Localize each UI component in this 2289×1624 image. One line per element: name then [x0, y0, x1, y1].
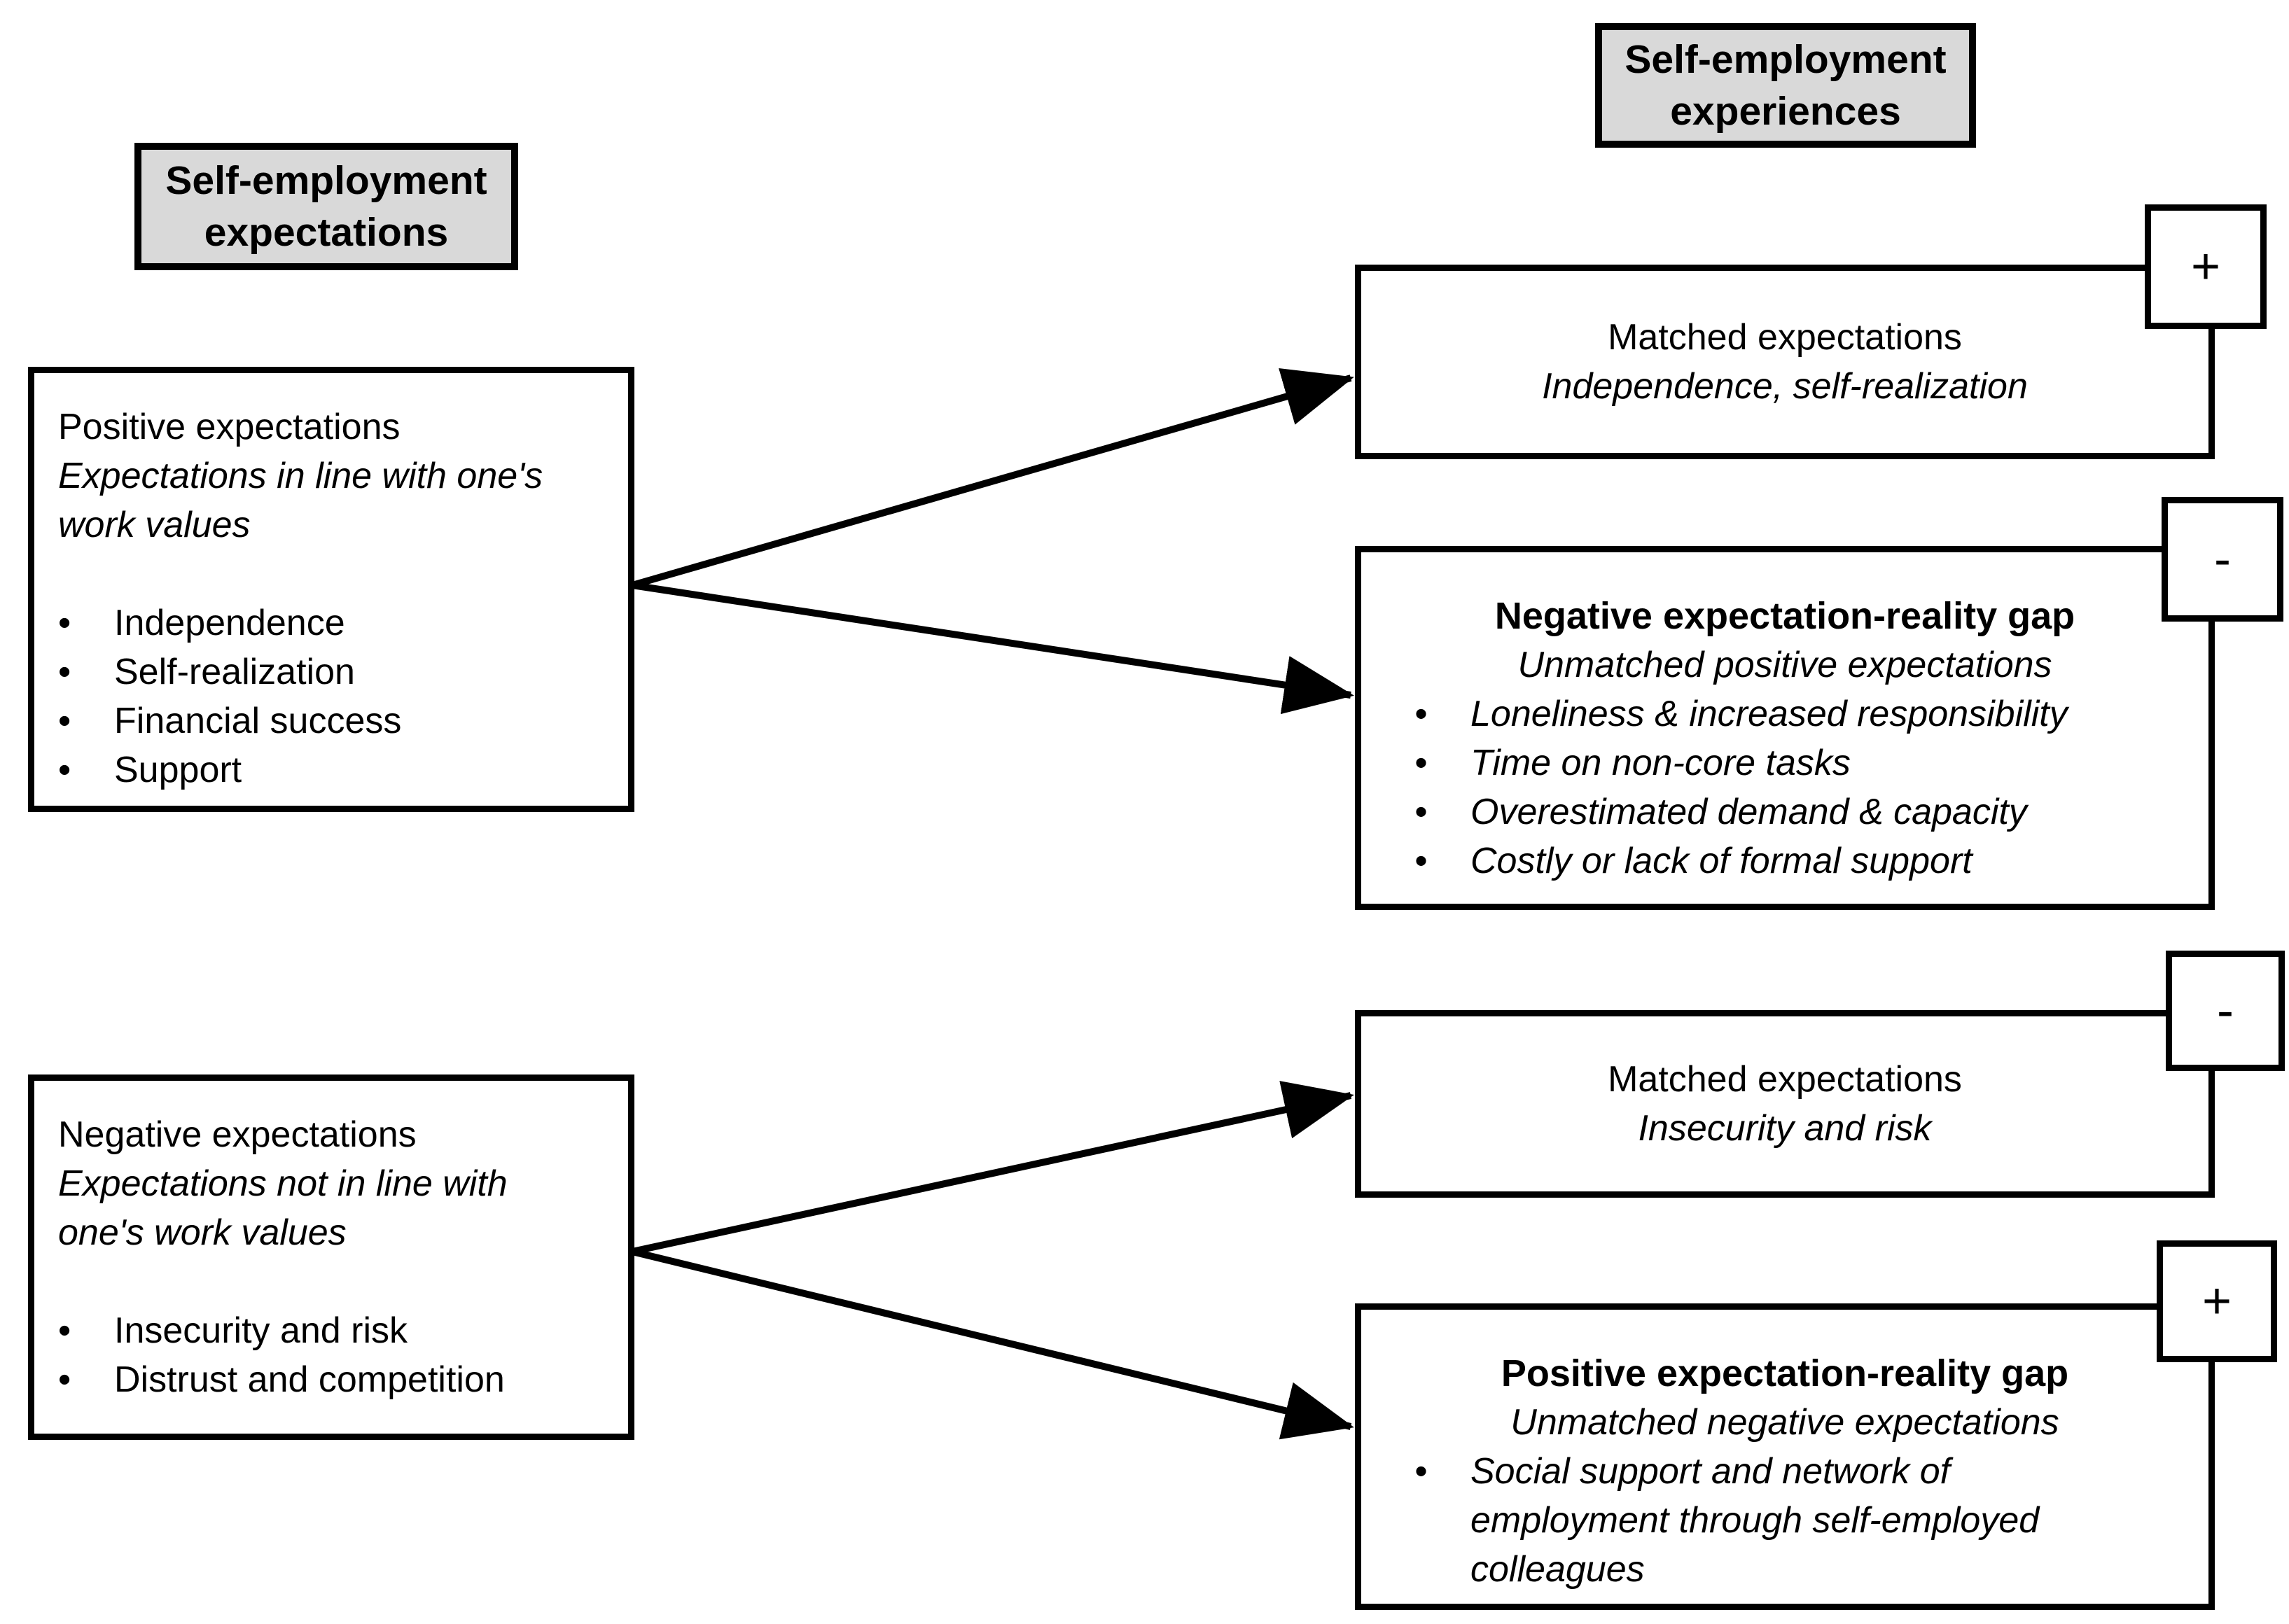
bullet-item: Self-realization — [58, 648, 594, 696]
box-title: Positive expectations — [58, 407, 401, 447]
box-negative-expectations: Negative expectations Expectations not i… — [28, 1074, 634, 1440]
bullet-item: Distrust and competition — [58, 1355, 594, 1404]
bullet-item: Costly or lack of formal support — [1414, 836, 2180, 886]
box-negative-expectation-reality-gap: Negative expectation-reality gap Unmatch… — [1355, 546, 2215, 910]
box-subtitle: Unmatched negative expectations — [1510, 1402, 2059, 1443]
bullet-item: Loneliness & increased responsibility — [1414, 690, 2180, 738]
plus-sign: + — [2201, 1273, 2232, 1329]
sign-box-minus-matched-negative: - — [2166, 951, 2285, 1071]
header-label: Self-employment expectations — [165, 158, 487, 255]
bullet-item: Independence — [58, 598, 594, 648]
box-title: Positive expectation-reality gap — [1501, 1352, 2069, 1394]
bullet-item: Financial success — [58, 696, 594, 746]
minus-sign: - — [2217, 983, 2234, 1039]
box-subtitle: Unmatched positive expectations — [1517, 645, 2052, 685]
box-matched-positive-expectations: Matched expectations Independence, self-… — [1355, 265, 2215, 459]
box-title: Matched expectations — [1608, 317, 1962, 358]
sign-box-minus-negative-gap: - — [2162, 497, 2283, 622]
bullet-item: Overestimated demand & capacity — [1414, 788, 2180, 836]
bullet-list: Social support and network of employment… — [1414, 1447, 2180, 1594]
bullet-list: IndependenceSelf-realizationFinancial su… — [58, 598, 594, 794]
header-label: Self-employment experiences — [1624, 37, 1947, 134]
header-self-employment-expectations: Self-employment expectations — [134, 143, 518, 270]
box-subtitle: Expectations in line with one's work val… — [58, 456, 543, 545]
bullet-item: Time on non-core tasks — [1414, 738, 2180, 788]
arrow-positive-to-negative-gap — [632, 582, 1354, 715]
arrow-negative-to-matched — [631, 1081, 1354, 1255]
sign-box-plus-positive-gap: + — [2157, 1240, 2277, 1362]
bullet-list: Insecurity and riskDistrust and competit… — [58, 1306, 594, 1404]
header-self-employment-experiences: Self-employment experiences — [1595, 23, 1976, 148]
box-subtitle: Independence, self-realization — [1542, 366, 2028, 407]
box-title: Matched expectations — [1608, 1059, 1962, 1100]
bullet-item: Insecurity and risk — [58, 1306, 594, 1355]
sign-box-plus-matched-positive: + — [2145, 204, 2267, 329]
box-subtitle: Expectations not in line with one's work… — [58, 1163, 508, 1253]
box-positive-expectations: Positive expectations Expectations in li… — [28, 367, 634, 812]
arrow-negative-to-positive-gap — [631, 1248, 1354, 1440]
box-positive-expectation-reality-gap: Positive expectation-reality gap Unmatch… — [1355, 1303, 2215, 1610]
box-matched-negative-expectations: Matched expectations Insecurity and risk — [1355, 1010, 2215, 1198]
box-title: Negative expectations — [58, 1114, 417, 1155]
bullet-list: Loneliness & increased responsibilityTim… — [1414, 690, 2180, 886]
arrow-positive-to-matched — [631, 368, 1354, 589]
minus-sign: - — [2214, 531, 2231, 587]
bullet-item: Social support and network of employment… — [1414, 1447, 2073, 1594]
box-subtitle: Insecurity and risk — [1638, 1108, 1932, 1149]
box-title: Negative expectation-reality gap — [1494, 595, 2075, 637]
plus-sign: + — [2190, 239, 2221, 295]
bullet-item: Support — [58, 746, 594, 794]
